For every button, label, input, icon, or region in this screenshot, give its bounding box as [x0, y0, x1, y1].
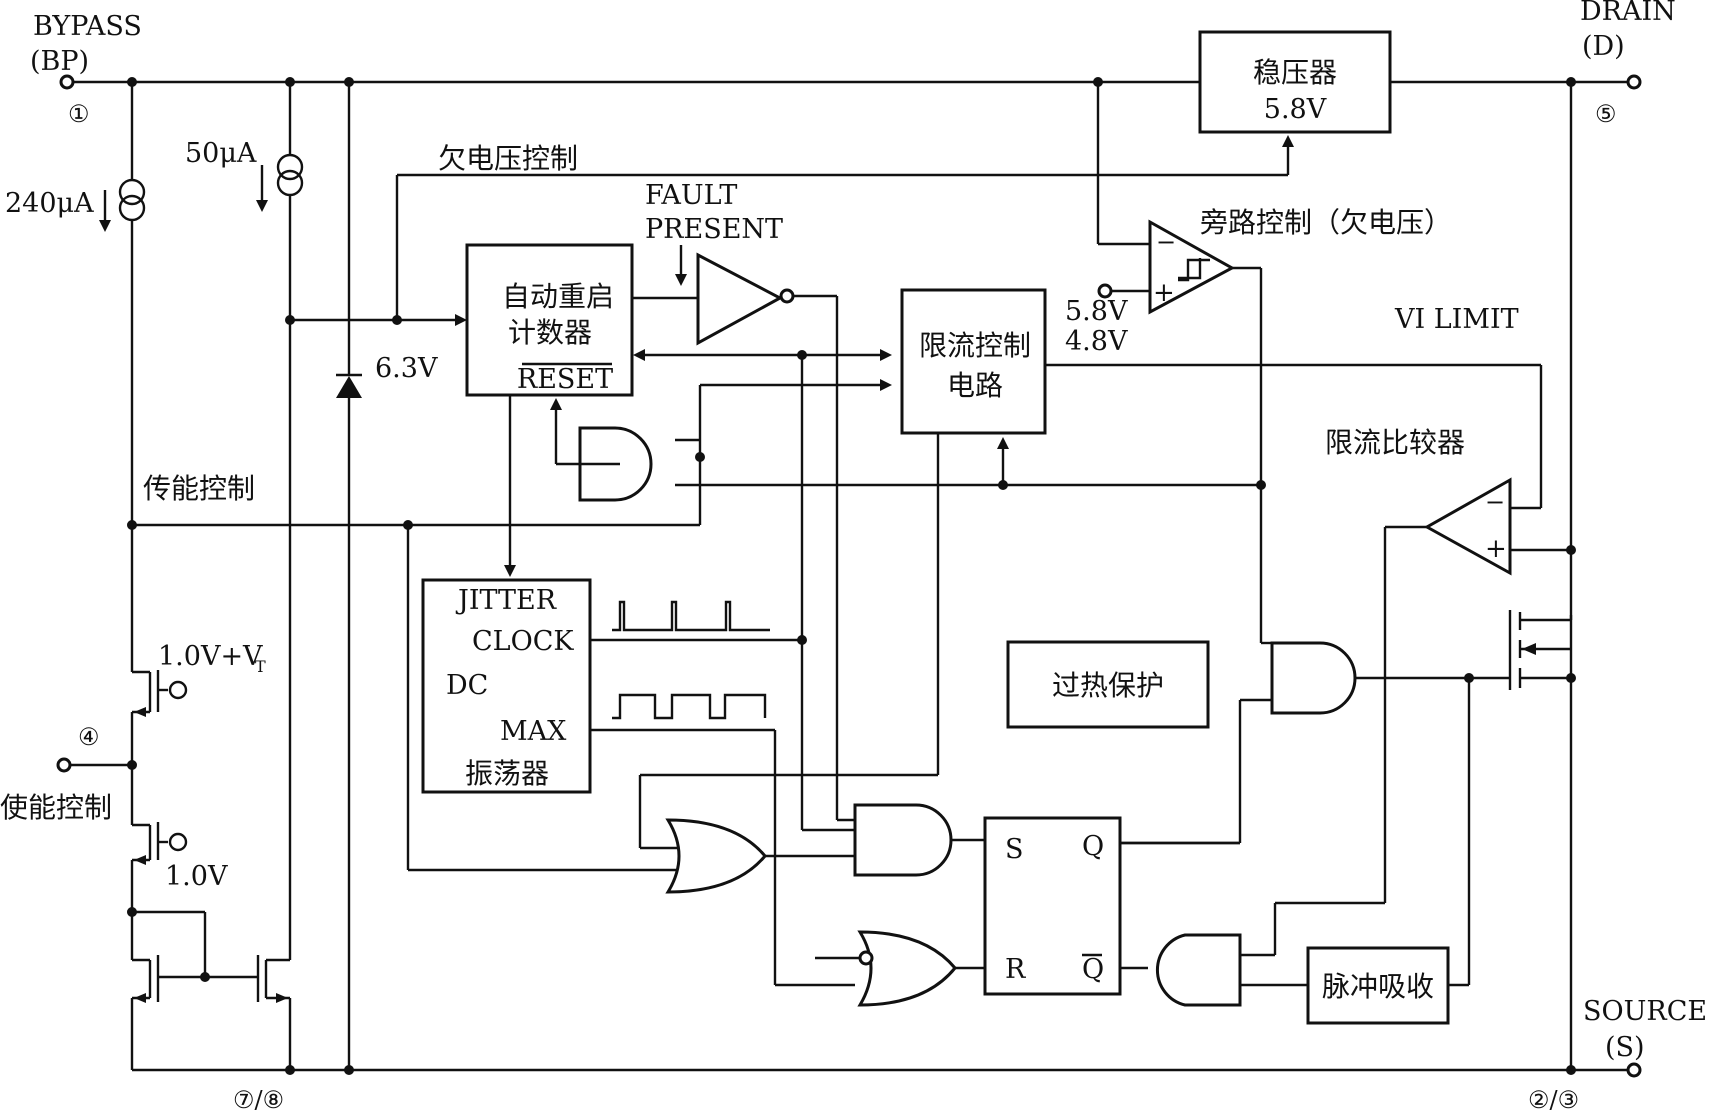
- power-mosfet: [1464, 610, 1576, 690]
- limit-to-or: [638, 433, 940, 850]
- bypass-control-label: 旁路控制（欠电压）: [1200, 206, 1452, 239]
- enable-pin-terminal[interactable]: [56, 757, 72, 773]
- current-mirror: [130, 910, 292, 1070]
- drain-pin-abbr: (D): [1582, 31, 1625, 62]
- current-limit-label-2: 电路: [947, 369, 1003, 402]
- reset-nor-gate: [815, 930, 985, 1007]
- vi-limit-line: [1045, 363, 1543, 510]
- ff-r-label: R: [1005, 954, 1026, 985]
- restart-to-jitter: [504, 395, 516, 577]
- drain-pin-number: ⑤: [1595, 100, 1617, 128]
- current-limit-block: 限流控制 电路: [900, 288, 1047, 435]
- bypass-pin-name: BYPASS: [33, 11, 142, 42]
- comp-plus-sign: +: [1485, 534, 1507, 564]
- current-source-240ua: [99, 82, 146, 530]
- pulse-absorb-label: 脉冲吸收: [1322, 970, 1434, 1003]
- source-pin-abbr: (S): [1605, 1032, 1645, 1063]
- enable-or-gate: [665, 818, 855, 894]
- current-source-50ua: [256, 82, 467, 960]
- current-limit-label-1: 限流控制: [919, 329, 1031, 362]
- enable-pin-number: ④: [78, 723, 100, 751]
- clock-line: [590, 600, 807, 645]
- reset-and-gate: [550, 398, 700, 502]
- ref-low-label: 4.8V: [1065, 326, 1128, 357]
- sr-flip-flop: S R Q Q: [983, 816, 1240, 996]
- undervoltage-line: [395, 135, 1294, 320]
- auto-restart-counter: 自动重启 计数器 RESET: [465, 243, 634, 397]
- ref-high-label: 5.8V: [1065, 296, 1128, 327]
- osc-max-label: MAX: [500, 716, 567, 747]
- osc-dc-label: DC: [446, 670, 488, 701]
- drain-pin-name: DRAIN: [1580, 0, 1676, 27]
- ff-s-label: S: [1005, 834, 1024, 865]
- restart-limit-bus: [633, 349, 892, 832]
- current-240-label: 240μA: [5, 188, 94, 219]
- enable-transistor-lower: [130, 765, 188, 912]
- oscillator-block: JITTER CLOCK DC MAX 振荡器: [421, 578, 592, 794]
- pulse-absorb-block: 脉冲吸收: [1306, 678, 1471, 1025]
- restart-reset-label: RESET: [517, 364, 613, 395]
- drain-rail: [1569, 74, 1642, 1070]
- undervoltage-label: 欠电压控制: [438, 142, 578, 175]
- vi-limit-label: VI LIMIT: [1394, 304, 1519, 335]
- limit-comparator: − +: [1240, 477, 1576, 957]
- ff-q-label: Q: [1082, 831, 1104, 862]
- current-50-label: 50μA: [185, 138, 257, 169]
- limit-comparator-label: 限流比较器: [1325, 426, 1465, 459]
- drain-pin-terminal[interactable]: [1626, 74, 1642, 90]
- osc-jitter-label: JITTER: [455, 585, 557, 616]
- ff-qbar-label: Q: [1082, 954, 1104, 985]
- comp-minus-sign: −: [1485, 488, 1505, 516]
- ground-rail: [132, 1062, 1642, 1078]
- osc-name-label: 振荡器: [465, 757, 549, 790]
- thermal-label: 过热保护: [1052, 669, 1164, 702]
- threshold-high-subscript: T: [255, 657, 266, 676]
- fault-label: FAULT: [645, 180, 737, 211]
- bypass-pin-terminal[interactable]: [59, 74, 75, 90]
- regulator-label: 稳压器: [1253, 56, 1337, 89]
- thermal-protection-block: 过热保护: [1006, 640, 1210, 729]
- present-label: PRESENT: [645, 214, 783, 245]
- enable-transfer-line: [132, 520, 702, 872]
- bypass-pin-number: ①: [68, 100, 90, 128]
- source-pin-terminal[interactable]: [1626, 1062, 1642, 1078]
- regulator-voltage: 5.8V: [1264, 94, 1327, 125]
- fault-buffer: [632, 245, 855, 822]
- osc-clock-label: CLOCK: [472, 626, 574, 657]
- regulator-block: 稳压器 5.8V: [1198, 30, 1392, 134]
- set-and-gate: [853, 803, 985, 877]
- hyst-plus-sign: +: [1153, 278, 1175, 308]
- enable-transfer-label: 传能控制: [143, 472, 255, 505]
- bypass-comparator: − +: [1096, 82, 1272, 645]
- output-and-gate: [1155, 933, 1308, 1007]
- hyst-minus-sign: −: [1156, 228, 1176, 256]
- ground-pin-number: ⑦/⑧: [233, 1086, 284, 1114]
- source-pin-name: SOURCE: [1583, 996, 1707, 1027]
- zener-voltage-label: 6.3V: [375, 353, 438, 384]
- threshold-low-label: 1.0V: [165, 861, 228, 892]
- restart-label-1: 自动重启: [502, 280, 614, 313]
- enable-control-label: 使能控制: [0, 791, 112, 824]
- max-dc-line: [590, 693, 855, 987]
- enable-transistor-upper: [130, 525, 188, 765]
- restart-label-2: 计数器: [508, 316, 592, 349]
- threshold-high-label: 1.0V+V: [158, 641, 263, 672]
- limit-feed-line: [695, 379, 1261, 520]
- zener-6v3: [336, 82, 362, 1070]
- bypass-pin-abbr: (BP): [30, 46, 89, 77]
- source-pin-number: ②/③: [1528, 1086, 1579, 1114]
- bypass-rail: [59, 74, 1628, 90]
